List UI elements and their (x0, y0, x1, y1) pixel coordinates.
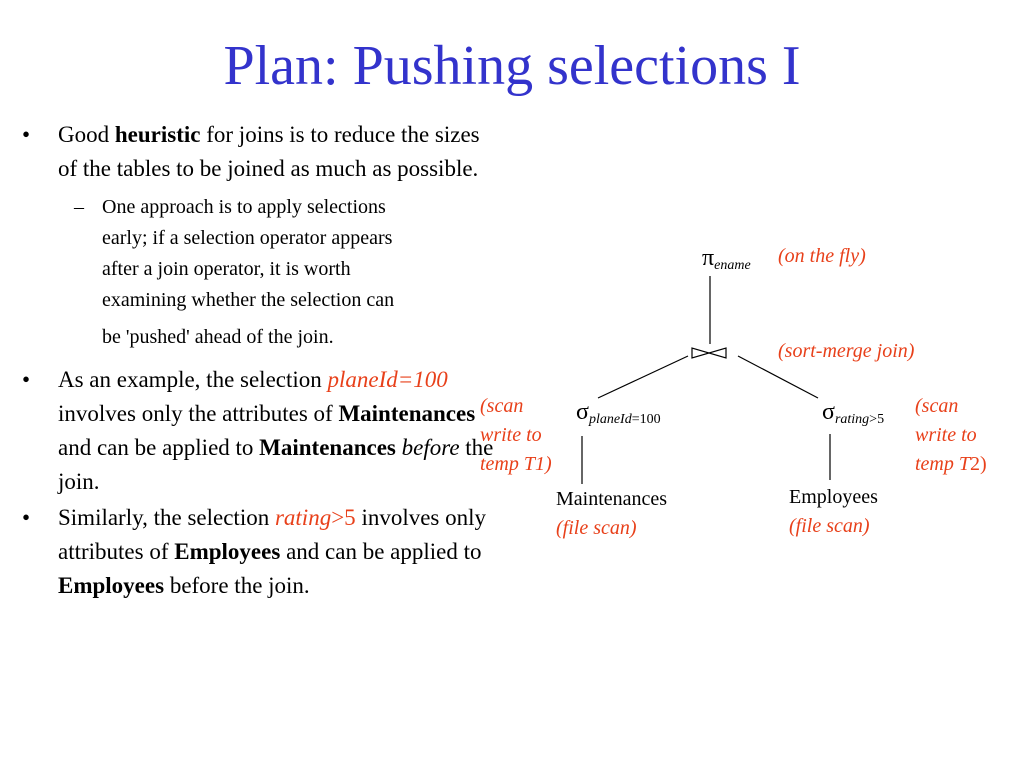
note-line: temp T1) (480, 453, 552, 475)
note-text-italic: temp T (915, 453, 970, 475)
bullet-bold-term: Maintenances (338, 401, 476, 426)
note-line: write to (915, 424, 977, 446)
bullet-text: Good (58, 122, 115, 147)
bullet-marker: • (22, 367, 31, 392)
bullet-text: and can be applied to (280, 539, 482, 564)
selection-attr: planeId (588, 412, 632, 427)
bullet-italic-term: before (401, 435, 460, 460)
bullet-bold-term: heuristic (114, 122, 201, 147)
right-table: Employees (file scan) (789, 483, 878, 541)
projection-operator: πename (702, 244, 751, 280)
bullet-bold-term: Maintenances (259, 435, 396, 460)
bullet-highlight-cond: >5 (331, 505, 356, 530)
bullet-bold-term: Employees (174, 539, 281, 564)
left-selection-subscript: planeId=100 (589, 412, 661, 427)
sub-bullet-approach: – One approach is to apply selections ea… (22, 192, 502, 353)
table-scan-note: (file scan) (556, 517, 637, 539)
note-line: (scan (915, 395, 959, 417)
sub-bullet-line: One approach is to apply selections (102, 196, 386, 218)
left-selection-operator: σplaneId=100 (576, 398, 661, 434)
note-line: temp T2) (915, 450, 987, 479)
bullet-text: and can be applied to (58, 435, 260, 460)
edge-join-to-left-selection (597, 355, 689, 399)
bullet-text: As an example, the selection (58, 367, 328, 392)
note-line: (scan (480, 395, 524, 417)
bullet-text: involves only attributes of (58, 505, 487, 564)
join-note: (sort-merge join) (778, 340, 915, 362)
sub-bullet-line: after a join operator, it is worth (102, 258, 351, 280)
bullet-marker: • (22, 122, 31, 147)
bullet-highlight-attr: rating (274, 505, 332, 530)
join-bowtie-icon (691, 347, 727, 359)
selection-cond: >5 (869, 412, 885, 427)
bullet-highlight-selection: planeId=100 (327, 367, 448, 392)
selection-cond: =100 (631, 412, 661, 427)
bullet-list: • Good heuristic for joins is to reduce … (22, 118, 502, 603)
bullet-text: before the join. (164, 573, 310, 598)
bullet-heuristic: • Good heuristic for joins is to reduce … (22, 118, 502, 186)
right-selection-subscript: rating>5 (835, 412, 884, 427)
note-line: write to (480, 424, 542, 446)
left-selection-note: (scan write to temp T1) (480, 392, 552, 479)
bullet-text: for joins is to reduce the sizes of the … (58, 122, 480, 181)
right-selection-operator: σrating>5 (822, 398, 884, 434)
bullet-text: the join. (58, 435, 494, 494)
bullet-example: • As an example, the selection planeId=1… (22, 363, 502, 499)
left-table: Maintenances (file scan) (556, 485, 667, 543)
sub-bullet-marker: – (74, 196, 84, 218)
table-name-employees: Employees (789, 486, 878, 508)
table-name-maintenances: Maintenances (556, 488, 668, 510)
right-selection-note: (scan write to temp T2) (915, 392, 987, 479)
sub-bullet-line: early; if a selection operator appears (102, 227, 393, 249)
sub-bullet-line: be 'pushed' ahead of the join. (102, 326, 334, 348)
note-text: 2) (970, 453, 987, 475)
bullet-similarly: • Similarly, the selection rating>5 invo… (22, 501, 502, 603)
table-scan-note: (file scan) (789, 515, 870, 537)
sub-bullet-line: examining whether the selection can (102, 289, 395, 311)
projection-note: (on the fly) (778, 245, 866, 267)
sigma-symbol: σ (576, 399, 589, 425)
bullet-text: Similarly, the selection (58, 505, 275, 530)
projection-subscript: ename (714, 258, 751, 273)
pi-symbol: π (702, 245, 715, 271)
slide-title: Plan: Pushing selections I (223, 35, 801, 97)
selection-attr: rating (834, 412, 870, 427)
bullet-text: involves only the attributes of (58, 401, 339, 426)
bullet-bold-term: Employees (58, 573, 165, 598)
bullet-marker: • (22, 505, 31, 530)
sigma-symbol: σ (822, 399, 835, 425)
